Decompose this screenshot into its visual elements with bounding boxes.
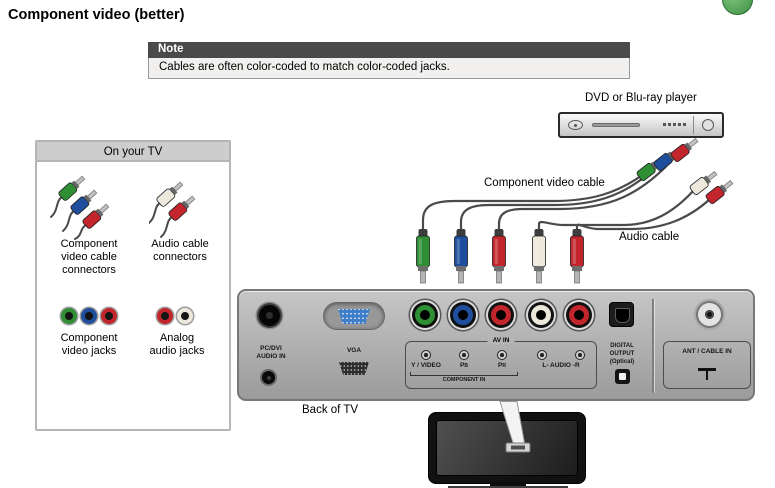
audio-lr-label: L- AUDIO -R <box>542 362 580 369</box>
white-audio-jack-icon <box>177 308 193 324</box>
red-audio-jack-icon <box>157 308 173 324</box>
dvd-player-illustration <box>558 112 724 138</box>
vga-label: VGA <box>346 347 362 354</box>
disc-slot-icon <box>592 123 640 127</box>
audio-r-jack-icon <box>575 350 585 360</box>
antenna-icon <box>698 368 716 378</box>
red-jack-icon <box>101 308 117 324</box>
y-video-label: Y / VIDEO <box>411 362 441 369</box>
vga-port <box>323 302 385 330</box>
pb-label: PB <box>460 362 468 369</box>
audio-jacks-label: Analog audio jacks <box>149 332 205 357</box>
audio-cable-label: Audio cable <box>619 231 680 243</box>
y-video-jack-icon <box>421 350 431 360</box>
y-video-jack <box>412 302 438 328</box>
analog-audio-jacks-icon <box>157 308 193 324</box>
component-in-label: COMPONENT IN <box>442 377 486 383</box>
tv-illustration <box>428 412 586 484</box>
dvd-plug-red-icon <box>669 135 701 164</box>
pb-jack-icon <box>459 350 469 360</box>
player-buttons-icon <box>663 123 686 126</box>
audio-cable <box>537 188 712 236</box>
note-header: Note <box>148 42 630 58</box>
on-your-tv-panel: On your TV Component video cable connect… <box>35 140 231 431</box>
component-plug-green-icon <box>416 228 430 284</box>
page-title: Component video (better) <box>8 7 185 23</box>
component-video-cable <box>421 155 677 236</box>
av-in-group: AV IN Y / VIDEO PB PR L- AUDIO -R COMPON… <box>405 337 597 389</box>
tv-base-line <box>448 486 568 488</box>
optical-output-port <box>609 302 634 327</box>
pc-dvi-audio-jack <box>259 305 280 326</box>
dvd-plug-blue-icon <box>652 144 684 173</box>
panel-divider <box>652 299 654 393</box>
tv-screen <box>436 420 578 476</box>
pr-jack-icon <box>497 350 507 360</box>
component-video-jacks-icon <box>61 308 117 324</box>
audio-plug-white-icon <box>532 228 546 284</box>
pb-jack <box>450 302 476 328</box>
dvd-plug-white-icon <box>688 168 720 197</box>
component-cable-connectors-icon <box>50 173 112 240</box>
pc-dvi-jack-icon <box>262 371 275 384</box>
ant-cable-in-label: ANT / CABLE IN <box>682 348 732 355</box>
pr-jack <box>488 302 514 328</box>
dvd-player-label: DVD or Blu-ray player <box>585 92 697 104</box>
audio-l-jack-icon <box>537 350 547 360</box>
back-of-tv-label: Back of TV <box>302 404 359 416</box>
component-plug-blue-icon <box>454 228 468 284</box>
vga-connector-icon <box>338 309 370 324</box>
player-divider <box>693 116 694 134</box>
audio-l-jack <box>528 302 554 328</box>
green-jack-icon <box>61 308 77 324</box>
note-text: Cables are often color-coded to match co… <box>148 58 630 79</box>
blue-jack-icon <box>81 308 97 324</box>
tv-stand <box>490 482 526 488</box>
audio-connectors-label: Audio cable connectors <box>151 238 209 263</box>
disc-tray-icon <box>568 120 583 130</box>
note-box: Note Cables are often color-coded to mat… <box>148 42 630 79</box>
player-knob-icon <box>702 119 714 131</box>
sidebar-title: On your TV <box>37 142 229 162</box>
component-connectors-label: Component video cable connectors <box>60 238 118 276</box>
audio-cable-connectors-icon <box>149 179 198 238</box>
dvd-plug-green-icon <box>635 154 667 183</box>
antenna-coax-jack <box>696 301 723 328</box>
component-in-bracket <box>410 372 518 376</box>
audio-r-jack <box>566 302 592 328</box>
optical-output-icon <box>615 369 630 384</box>
green-page-dot-icon <box>722 0 753 15</box>
dvd-plug-red2-icon <box>704 177 736 206</box>
pr-label: PR <box>498 362 506 369</box>
audio-plug-red-icon <box>570 228 584 284</box>
vga-port-icon <box>339 362 369 375</box>
component-plug-red-icon <box>492 228 506 284</box>
av-in-label: AV IN <box>487 337 515 344</box>
antenna-group: ANT / CABLE IN <box>663 341 751 389</box>
component-video-cable-label: Component video cable <box>484 177 605 189</box>
component-jacks-label: Component video jacks <box>60 332 118 357</box>
